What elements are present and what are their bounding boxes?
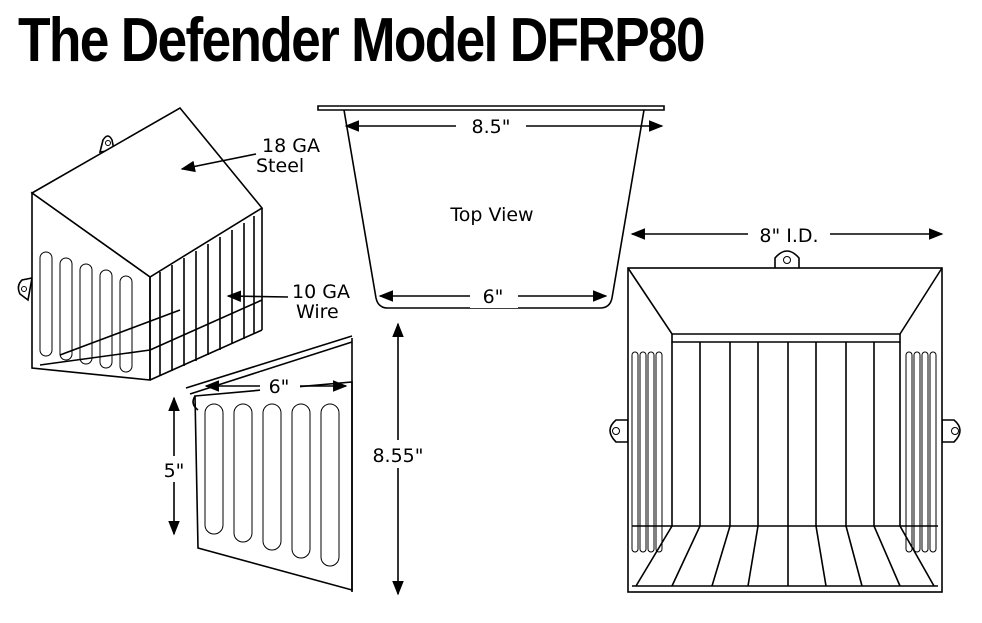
front-wire-rack	[632, 342, 938, 587]
wire-callout-arrow	[226, 290, 289, 302]
side-width-label: 6"	[269, 376, 290, 398]
inner-diameter-label: 8" I.D.	[759, 225, 818, 247]
side-view: 6" 5" 8.55"	[158, 322, 432, 596]
wire-rack	[39, 208, 263, 381]
top-width-label: 8.5"	[472, 116, 511, 138]
steel-callout-arrow	[180, 153, 257, 173]
wire-material-label: Wire	[296, 301, 339, 323]
steel-gauge-label: 18 GA	[262, 135, 320, 157]
front-view: 8" I.D.	[609, 220, 961, 593]
bottom-width-label: 6"	[483, 286, 504, 308]
side-height-label: 5"	[164, 460, 185, 482]
top-view: 8.5" Top View 6"	[317, 105, 665, 309]
top-view-label: Top View	[449, 204, 533, 226]
diagram-title: The Defender Model DFRP80	[18, 6, 706, 75]
total-height-label: 8.55"	[372, 445, 423, 467]
steel-material-label: Steel	[256, 155, 304, 177]
isometric-view: 18 GA Steel 10 GA Wire	[17, 106, 350, 381]
wire-gauge-label: 10 GA	[292, 281, 350, 303]
